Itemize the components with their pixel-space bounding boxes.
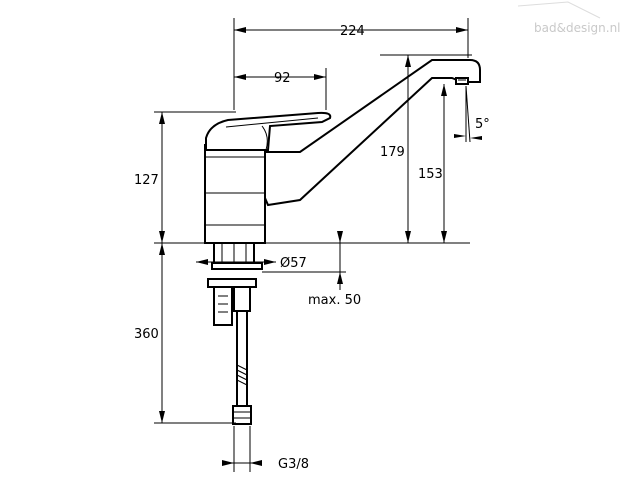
dimension-5-degree: 5°: [454, 85, 490, 143]
fixing-nut: [207, 278, 257, 288]
dim-224-label: 224: [340, 24, 365, 39]
lever-curve: [261, 125, 268, 151]
dim-127-label: 127: [134, 173, 159, 188]
dimension-max-50: max. 50: [262, 231, 361, 308]
dimension-g38: G3/8: [222, 426, 309, 472]
dimension-179: 179: [380, 54, 472, 243]
lever-detail-line: [225, 117, 319, 128]
dimension-153: 153: [418, 84, 447, 243]
watermark-text: bad&design.nl: [534, 21, 621, 35]
aerator: [455, 77, 469, 85]
faucet-body: [204, 59, 481, 425]
dimension-127: 127: [134, 111, 236, 243]
dim-360-label: 360: [134, 327, 159, 342]
dim-92-label: 92: [274, 71, 291, 86]
dim-57-label: Ø57: [280, 256, 307, 271]
threaded-rod: [213, 286, 233, 326]
dimension-360: 360: [134, 243, 236, 424]
dim-g38-label: G3/8: [278, 457, 309, 472]
flex-hose: [236, 310, 248, 407]
hose-connector: [233, 286, 251, 312]
hose-nut: [232, 405, 252, 425]
dimension-224: 224: [233, 18, 469, 110]
thread-marks: [218, 295, 228, 313]
washer: [211, 262, 263, 270]
dimension-diameter-57: Ø57: [196, 256, 307, 271]
watermark-logo: bad&design.nl: [517, 1, 621, 35]
dim-179-label: 179: [380, 145, 405, 160]
main-body: [204, 144, 266, 244]
hose-crimp: [236, 364, 248, 386]
dimension-92: 92: [234, 68, 327, 110]
dim-153-label: 153: [418, 167, 443, 182]
dim-5deg-label: 5°: [475, 117, 490, 132]
lever-handle: [205, 111, 332, 151]
dim-max50-label: max. 50: [308, 293, 361, 308]
spout: [264, 59, 481, 207]
